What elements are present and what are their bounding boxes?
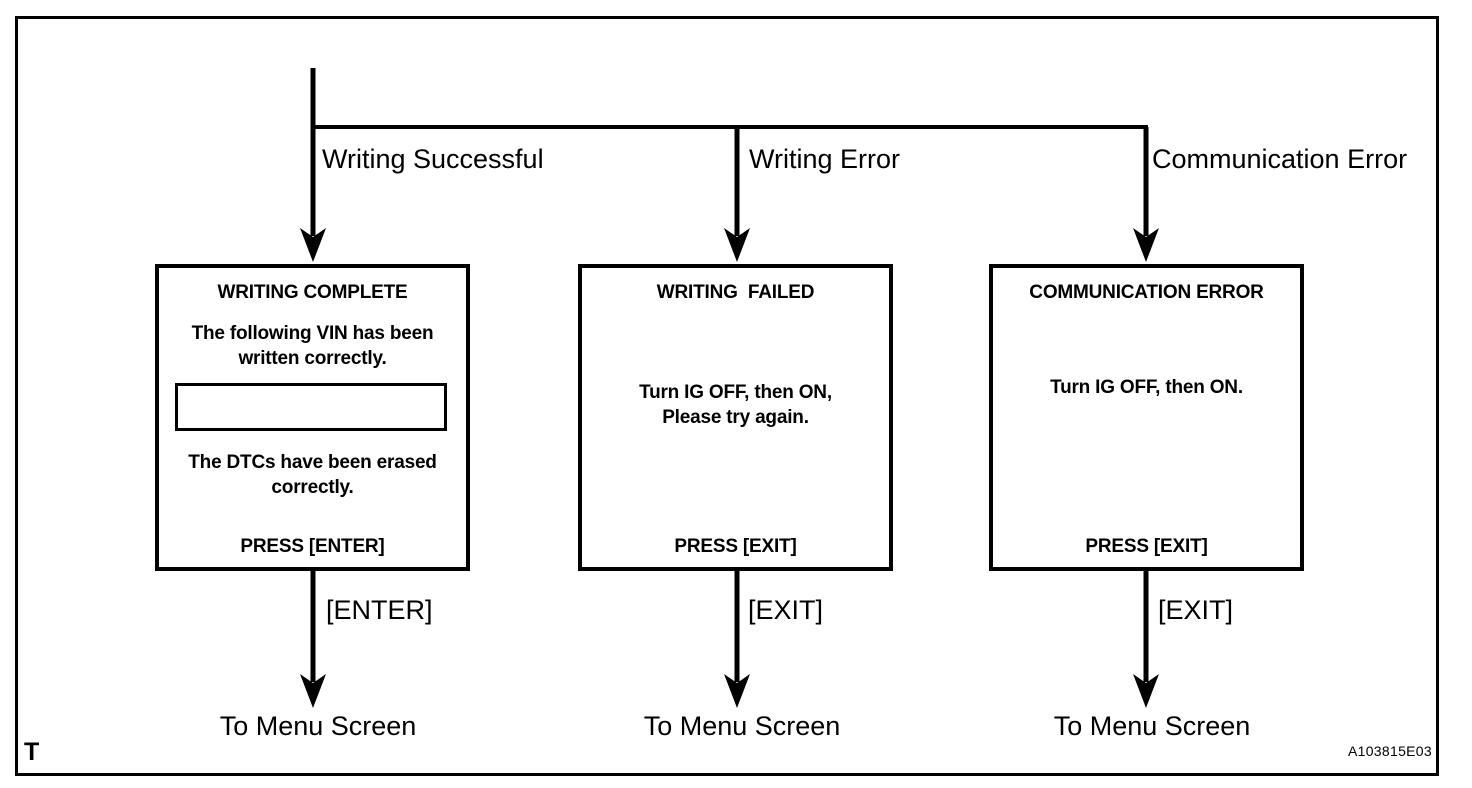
key-label-exit-2: [EXIT]	[1158, 595, 1234, 625]
screen-message-below-field: The DTCs have been erased correctly.	[188, 452, 437, 498]
screen-writing-complete: WRITING COMPLETE The following VIN has b…	[155, 264, 470, 571]
screen-title: COMMUNICATION ERROR	[1029, 282, 1264, 303]
key-label-exit-1: [EXIT]	[748, 595, 824, 625]
screen-title: WRITING FAILED	[656, 282, 815, 303]
branch-label-writing-error: Writing Error	[749, 144, 901, 174]
vin-display-field	[175, 383, 447, 431]
screen-message-above-field: The following VIN has been written corre…	[191, 323, 434, 369]
arrowhead-into-box-2	[724, 228, 750, 262]
arrowhead-to-menu-3	[1133, 674, 1159, 708]
arrowhead-into-box-1	[300, 228, 326, 262]
screen-writing-failed: WRITING FAILED Turn IG OFF, then ON, Ple…	[578, 264, 893, 571]
page-corner-mark: T	[24, 738, 40, 766]
screen-message: Turn IG OFF, then ON.	[1050, 377, 1243, 398]
arrowhead-to-menu-2	[724, 674, 750, 708]
destination-to-menu-screen-2: To Menu Screen	[643, 711, 841, 741]
arrowhead-into-box-3	[1133, 228, 1159, 262]
destination-to-menu-screen-1: To Menu Screen	[219, 711, 417, 741]
branch-label-writing-successful: Writing Successful	[322, 144, 544, 174]
key-label-enter: [ENTER]	[326, 595, 433, 625]
page-border	[15, 16, 1439, 776]
figure-id-label: A103815E03	[1348, 743, 1432, 759]
screen-footer-press-exit: PRESS [EXIT]	[1085, 536, 1208, 557]
arrowhead-to-menu-1	[300, 674, 326, 708]
screen-footer-press-exit: PRESS [EXIT]	[674, 536, 797, 557]
screen-communication-error: COMMUNICATION ERROR Turn IG OFF, then ON…	[989, 264, 1304, 571]
screen-footer-press-enter: PRESS [ENTER]	[240, 536, 385, 557]
destination-to-menu-screen-3: To Menu Screen	[1053, 711, 1251, 741]
branch-label-communication-error: Communication Error	[1152, 144, 1408, 174]
screen-message: Turn IG OFF, then ON, Please try again.	[639, 382, 832, 428]
screen-title: WRITING COMPLETE	[217, 282, 408, 303]
